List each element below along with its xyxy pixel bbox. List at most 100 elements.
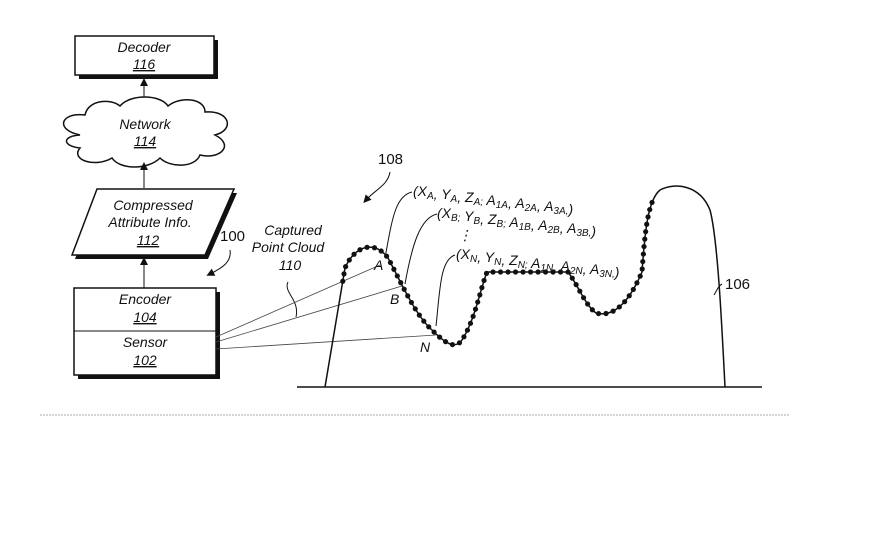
tuple-part: , A: [553, 258, 570, 274]
tuple-part: , A: [531, 217, 548, 233]
tuple-part: , Y: [434, 186, 453, 202]
point-cloud-point: [550, 269, 556, 275]
object-surface: [324, 185, 726, 388]
tuple-subscript: 3N,: [599, 269, 615, 280]
tuple-part: ): [613, 264, 620, 280]
sensor-rays: [215, 264, 437, 350]
point-cloud-point: [449, 341, 456, 348]
point-cloud-point: [421, 318, 427, 324]
point-cloud-point: [505, 269, 511, 275]
tuple-subscript: 1B: [519, 222, 532, 233]
tuple-subscript: N: [494, 257, 502, 268]
object-ref-leader: [713, 283, 723, 296]
point-cloud-point: [426, 324, 432, 330]
encoder-sensor-box: Encoder 104 Sensor 102: [73, 287, 220, 379]
compressed-line1: Compressed: [113, 197, 194, 213]
point-cloud-point: [577, 288, 583, 294]
point-cloud-point: [630, 286, 636, 293]
compressed-line2: Attribute Info.: [107, 214, 191, 230]
tuple-part: , A: [560, 220, 577, 236]
point-cloud-point: [364, 244, 370, 250]
tuple-subscript: 3B,: [576, 228, 591, 239]
point-cloud-points: [340, 199, 655, 348]
captured-number: 110: [279, 257, 302, 273]
tuple-part: , A: [537, 198, 554, 214]
point-cloud-point: [394, 273, 400, 279]
tuple-subscript: B;: [451, 213, 461, 224]
tuple-subscript: B: [473, 216, 480, 227]
ellipsis: ⋮: [458, 227, 472, 243]
tuple-part: (X: [437, 205, 452, 221]
point-cloud-point: [497, 269, 504, 275]
point-cloud-point: [642, 236, 648, 242]
tuple-part: Y: [460, 208, 475, 224]
point-cloud-point: [640, 251, 646, 257]
point-cloud-point: [479, 285, 485, 291]
point-cloud-point: [610, 308, 616, 314]
point-cloud-point: [405, 293, 411, 299]
point-cloud-point: [401, 286, 407, 292]
point-cloud-point: [535, 269, 541, 275]
sensor-label: Sensor: [123, 334, 169, 350]
tuple-subscript: 2N: [569, 266, 584, 277]
network-label: Network: [119, 116, 171, 132]
tuple-subscript: B;: [496, 219, 506, 230]
point-cloud-point: [378, 248, 384, 254]
tuple-b: (XB; YB, ZB; A1B, A2B, A3B,): [437, 205, 596, 239]
tuple-part: , A: [583, 261, 600, 277]
tuple-part: ): [589, 223, 596, 239]
decoder-number: 116: [133, 56, 156, 72]
cloud-ref-arrow: [363, 171, 391, 203]
encoder-number: 104: [133, 309, 157, 325]
point-cloud-point: [472, 306, 479, 312]
tuple-subscript: 2B: [546, 225, 560, 236]
point-cloud-point: [384, 253, 390, 259]
point-cloud-point: [464, 327, 471, 333]
tuple-subscript: 3A,: [553, 206, 568, 217]
sensor-number: 102: [133, 352, 157, 368]
point-cloud-point: [542, 269, 549, 275]
tuple-subscript: 1A: [496, 200, 509, 211]
tuple-n: (XN, YN, ZN; A1N, A2N, A3N,): [456, 246, 619, 280]
tuple-part: , Y: [477, 249, 496, 265]
point-cloud-point: [595, 310, 602, 317]
tuple-part: (X: [456, 246, 471, 262]
point-cloud-point: [340, 278, 346, 284]
point-cloud-point: [467, 320, 474, 326]
tuple-subscript: 1N: [540, 263, 554, 274]
point-cloud-point: [461, 334, 467, 340]
network-number: 114: [134, 133, 157, 149]
point-cloud-point: [616, 304, 622, 310]
point-cloud-point: [649, 199, 655, 206]
point-cloud-point: [557, 269, 564, 275]
point-cloud-point: [512, 269, 519, 275]
point-cloud-point: [475, 299, 481, 305]
point-b-label: B: [390, 291, 399, 307]
point-cloud-point: [371, 245, 378, 251]
point-cloud-point: [343, 263, 349, 270]
point-cloud-point: [341, 271, 347, 277]
captured-line2: Point Cloud: [252, 239, 326, 255]
point-cloud-point: [416, 312, 422, 318]
tuple-part: , Z: [501, 252, 518, 268]
point-cloud-point: [346, 257, 352, 263]
point-cloud-point: [412, 306, 418, 312]
point-cloud-point: [391, 266, 397, 272]
point-cloud-point: [622, 299, 628, 305]
tuple-a-leader: [384, 191, 413, 259]
tuple-n-leader: [435, 254, 456, 327]
tuple-subscript: 2A: [524, 203, 538, 214]
tuple-subscript: A: [450, 194, 458, 205]
point-cloud-point: [639, 266, 645, 272]
point-cloud-point: [431, 329, 437, 335]
point-cloud-point: [641, 243, 647, 250]
cloud-ref-number: 108: [378, 151, 403, 168]
tuple-subscript: A: [426, 191, 434, 202]
decoder-box: Decoder 116: [74, 35, 218, 79]
point-cloud-point: [481, 277, 487, 284]
point-cloud-point: [603, 310, 609, 317]
tuple-part: (X: [413, 183, 428, 199]
point-cloud-point: [408, 299, 414, 306]
tuple-subscript: N;: [518, 260, 528, 271]
